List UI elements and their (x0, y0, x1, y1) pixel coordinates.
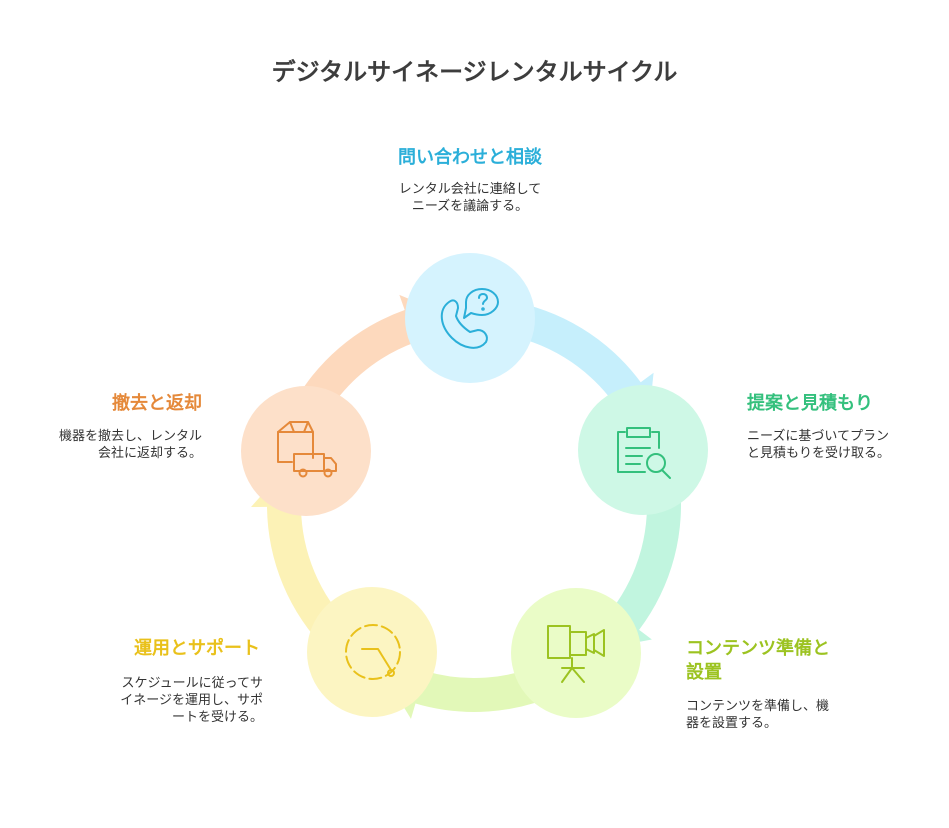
step-desc-operation: スケジュールに従ってサ イネージを運用し、サポ ートを受ける。 (120, 676, 263, 725)
step-title-operation: 運用とサポート (134, 638, 260, 659)
step-circle-proposal (578, 385, 708, 515)
clipboard-search-icon (617, 427, 671, 479)
step-title-removal: 撤去と返却 (112, 393, 202, 414)
timer-icon (345, 624, 401, 680)
step-desc-removal: 機器を撤去し、レンタル 会社に返却する。 (58, 429, 202, 461)
step-desc-setup: コンテンツを準備し、機 器を設置する。 (686, 699, 830, 731)
step-title-setup: コンテンツ準備と 設置 (686, 638, 830, 683)
diagram-title: デジタルサイネージレンタルサイクル (271, 58, 678, 86)
step-title-inquiry: 問い合わせと相談 (398, 147, 542, 168)
phone-question-icon (440, 288, 499, 349)
step-circle-operation (307, 587, 437, 717)
step-circle-inquiry (405, 253, 535, 383)
step-desc-proposal: ニーズに基づいてプラン と見積もりを受け取る。 (747, 429, 891, 461)
step-desc-inquiry: レンタル会社に連絡して ニーズを議論する。 (398, 182, 542, 214)
step-circle-removal (241, 386, 371, 516)
cycle-arrow (251, 465, 352, 652)
step-circle-setup (511, 588, 641, 718)
step-title-proposal: 提案と見積もり (747, 393, 873, 414)
box-truck-icon (277, 421, 337, 478)
camera-tripod-icon (547, 625, 605, 683)
